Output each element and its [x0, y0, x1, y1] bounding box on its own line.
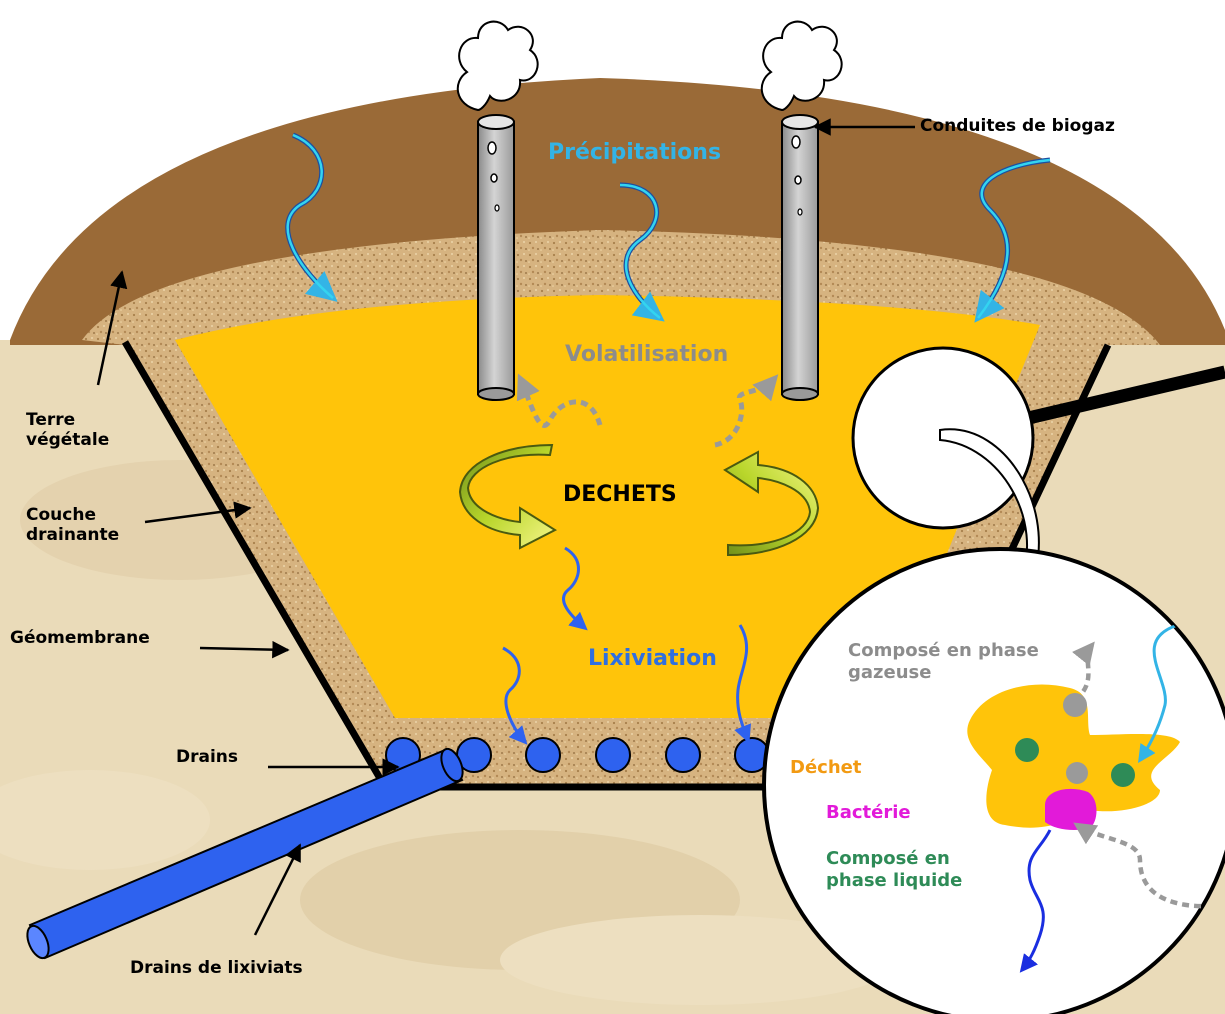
drain-circle [666, 738, 700, 772]
zoom-label-waste: Déchet [790, 757, 861, 779]
label-biogas-pipes: Conduites de biogaz [920, 116, 1115, 136]
label-topsoil: Terre végétale [26, 410, 136, 451]
zoom-label-liquid-compound: Composé en phase liquide [826, 848, 996, 891]
zoom-label-bacteria: Bactérie [826, 802, 911, 824]
label-volatilisation: Volatilisation [565, 342, 728, 368]
zoom-label-gas-compound: Composé en phase gazeuse [848, 640, 1078, 683]
gas-compound-dot [1066, 762, 1088, 784]
drain-circle [596, 738, 630, 772]
liquid-compound-dot [1111, 763, 1135, 787]
smoke-cloud-icon [762, 22, 842, 110]
label-waste: DECHETS [563, 482, 677, 508]
label-leachate-drains: Drains de lixiviats [130, 958, 303, 978]
bacteria-cell [1045, 789, 1097, 830]
drain-circle [526, 738, 560, 772]
gas-compound-dot [1063, 693, 1087, 717]
liquid-compound-dot [1015, 738, 1039, 762]
label-leaching: Lixiviation [588, 646, 717, 672]
label-precipitation: Précipitations [548, 140, 721, 166]
label-geomembrane: Géomembrane [10, 628, 150, 648]
label-drainage-layer: Couche drainante [26, 505, 136, 546]
label-drains: Drains [176, 747, 238, 767]
